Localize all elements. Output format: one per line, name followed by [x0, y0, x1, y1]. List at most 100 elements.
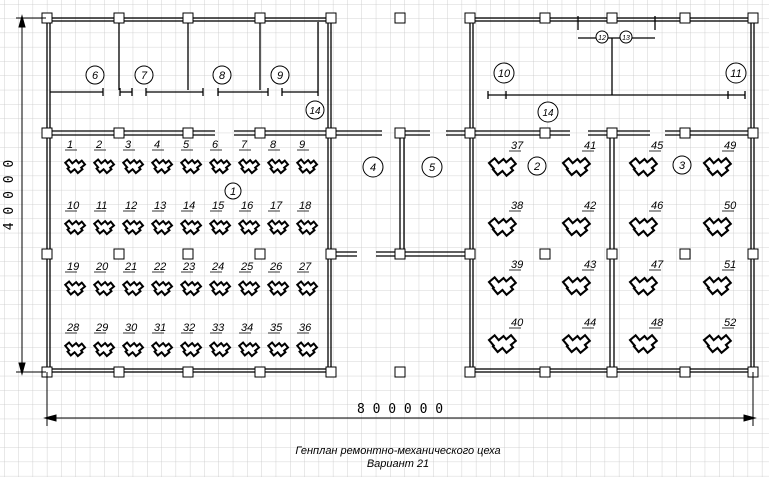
svg-text:12: 12: [598, 35, 606, 42]
room-label-4: 4: [362, 156, 384, 178]
column-square: [394, 127, 406, 139]
machine-11: 11: [91, 200, 117, 239]
machine-38: 38: [487, 200, 524, 241]
machine-28: 28: [62, 322, 88, 361]
machine-number-label: 7: [241, 139, 248, 151]
machine-number-label: 2: [95, 139, 102, 151]
machine-number-label: 1: [67, 139, 73, 151]
machine-number-label: 16: [241, 200, 254, 212]
column-square: [464, 12, 476, 24]
room-label-14-left: 14: [305, 100, 325, 120]
machine-2: 2: [91, 139, 117, 178]
machine-number-label: 24: [211, 261, 224, 273]
machine-17: 17: [265, 200, 291, 239]
svg-text:8: 8: [219, 70, 226, 82]
machine-23: 23: [178, 261, 204, 300]
machine-number-label: 35: [270, 322, 283, 334]
machine-number-label: 3: [125, 139, 132, 151]
machine-number-label: 45: [651, 140, 664, 152]
machine-number-label: 20: [95, 261, 109, 273]
svg-text:5: 5: [429, 162, 436, 174]
machine-number-label: 14: [183, 200, 195, 212]
machine-number-label: 42: [584, 200, 596, 212]
room-label-2: 2: [527, 156, 547, 176]
machine-34: 34: [236, 322, 262, 361]
machine-16: 16: [236, 200, 262, 239]
machine-20: 20: [91, 261, 117, 300]
vertical-dimension-text: 4 0 0 0 0: [2, 160, 17, 230]
machine-4: 4: [149, 139, 175, 178]
machine-26: 26: [265, 261, 291, 300]
machine-36: 36: [294, 322, 320, 361]
column-square: [113, 248, 125, 260]
machine-45: 45: [628, 140, 664, 181]
column-square: [182, 12, 194, 24]
machine-number-label: 4: [154, 139, 160, 151]
machine-37: 37: [487, 140, 524, 181]
svg-text:11: 11: [730, 68, 741, 80]
machine-number-label: 23: [182, 261, 196, 273]
machine-21: 21: [120, 261, 146, 300]
machine-number-label: 18: [299, 200, 312, 212]
column-square: [182, 366, 194, 378]
machine-49: 49: [702, 140, 736, 181]
svg-text:6: 6: [92, 70, 99, 82]
machine-number-label: 34: [241, 322, 253, 334]
room-label-12: 12: [595, 30, 609, 44]
column-square: [539, 127, 551, 139]
machine-5: 5: [178, 139, 204, 178]
machine-52: 52: [702, 317, 736, 358]
machine-30: 30: [120, 322, 146, 361]
room-label-3: 3: [672, 155, 692, 175]
svg-text:14: 14: [309, 106, 321, 117]
machine-31: 31: [149, 322, 175, 361]
column-square: [254, 12, 266, 24]
machine-29: 29: [91, 322, 117, 361]
building-columns: [41, 12, 759, 378]
machine-1: 1: [62, 139, 88, 178]
machine-number-label: 9: [299, 139, 305, 151]
room-label-6: 6: [85, 65, 105, 85]
column-square: [394, 248, 406, 260]
machine-27: 27: [294, 261, 320, 300]
machine-number-label: 26: [269, 261, 283, 273]
svg-text:13: 13: [622, 35, 630, 42]
machine-number-label: 52: [724, 317, 736, 329]
column-square: [539, 248, 551, 260]
plan-caption-variant: Вариант 21: [367, 458, 429, 470]
machine-number-label: 27: [298, 261, 312, 273]
machine-number-label: 38: [511, 200, 524, 212]
column-square: [182, 248, 194, 260]
room-label-5: 5: [421, 156, 443, 178]
machine-42: 42: [561, 200, 596, 241]
column-square: [464, 366, 476, 378]
machine-8: 8: [265, 139, 291, 178]
column-square: [679, 248, 691, 260]
machine-number-label: 47: [651, 259, 664, 271]
column-square: [254, 248, 266, 260]
machine-22: 22: [149, 261, 175, 300]
machine-number-label: 40: [511, 317, 524, 329]
machine-number-label: 13: [154, 200, 167, 212]
machine-number-label: 11: [96, 200, 107, 212]
machine-number-label: 29: [95, 322, 108, 334]
column-square: [325, 12, 337, 24]
machine-number-label: 25: [240, 261, 254, 273]
machine-35: 35: [265, 322, 291, 361]
column-square: [41, 127, 53, 139]
machine-number-label: 5: [183, 139, 190, 151]
column-square: [113, 12, 125, 24]
machine-number-label: 48: [651, 317, 664, 329]
column-square: [254, 366, 266, 378]
column-square: [679, 366, 691, 378]
column-square: [606, 12, 618, 24]
machine-24: 24: [207, 261, 233, 300]
machine-number-label: 6: [212, 139, 219, 151]
column-square: [182, 127, 194, 139]
machine-3: 3: [120, 139, 146, 178]
machine-number-label: 17: [270, 200, 283, 212]
machine-19: 19: [62, 261, 88, 300]
machine-25: 25: [236, 261, 262, 300]
column-square: [325, 366, 337, 378]
